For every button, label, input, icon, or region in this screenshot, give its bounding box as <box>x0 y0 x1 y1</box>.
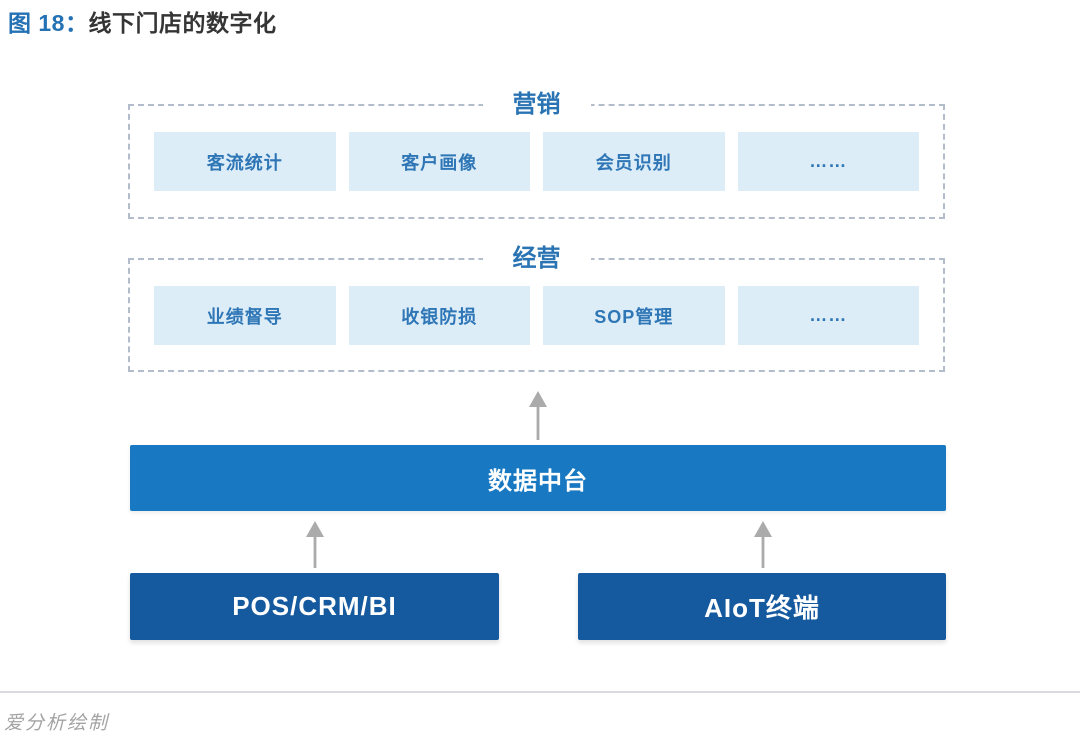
source-credit: 爱分析绘制 <box>4 713 110 734</box>
data-platform-bar: 数据中台 <box>130 445 946 511</box>
operations-items-row: 业绩督导 收银防损 SOP管理 …… <box>154 286 919 345</box>
aiot-terminal-bar: AIoT终端 <box>578 573 946 640</box>
operations-layer-label: 经营 <box>482 243 591 275</box>
chip-ellipsis-marketing: …… <box>737 132 919 191</box>
up-arrow-icon <box>306 521 324 568</box>
chip-ellipsis-operations: …… <box>737 286 919 345</box>
chip-cashier-loss-prevention: 收银防损 <box>348 286 530 345</box>
up-arrow-icon <box>529 391 547 440</box>
figure-title: 图 18：线下门店的数字化 <box>8 4 276 38</box>
chip-customer-flow-stats: 客流统计 <box>154 132 336 191</box>
page-title: 线下门店的数字化 <box>88 10 277 36</box>
marketing-layer-group: 营销 客流统计 客户画像 会员识别 …… <box>128 89 945 219</box>
marketing-items-row: 客流统计 客户画像 会员识别 …… <box>154 132 919 191</box>
footer-divider <box>0 691 1080 693</box>
marketing-layer-label: 营销 <box>482 89 591 121</box>
chip-customer-profile: 客户画像 <box>348 132 530 191</box>
chip-performance-supervision: 业绩督导 <box>154 286 336 345</box>
up-arrow-icon <box>754 521 772 568</box>
pos-crm-bi-bar: POS/CRM/BI <box>130 573 499 640</box>
figure-number-label: 图 18： <box>8 10 89 36</box>
chip-member-recognition: 会员识别 <box>543 132 725 191</box>
operations-layer-group: 经营 业绩督导 收银防损 SOP管理 …… <box>128 243 945 372</box>
chip-sop-management: SOP管理 <box>543 286 725 345</box>
